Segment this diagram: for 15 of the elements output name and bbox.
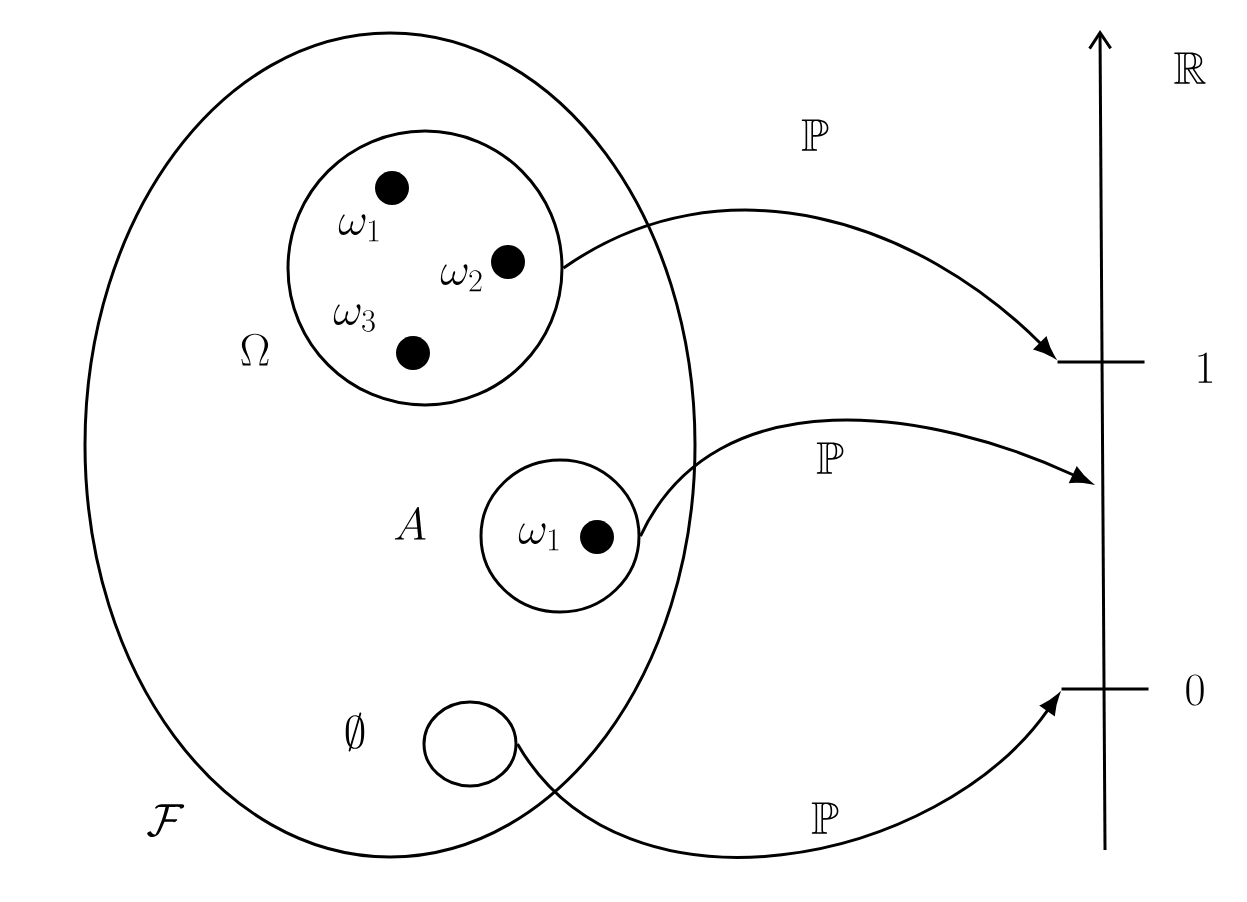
tick-label: $1$ — [1198, 352, 1213, 383]
point-label: $\omega_1$ — [338, 214, 379, 242]
edge-label: $\mathbb{P}$ — [814, 440, 846, 476]
axis-label: $\mathbb{R}$ — [1174, 52, 1206, 84]
tick-label: $0$ — [1186, 674, 1204, 706]
set-label: $\Omega$ — [241, 333, 269, 366]
edge-label: $\mathbb{P}$ — [799, 117, 831, 153]
set-label: $\emptyset$ — [345, 712, 365, 752]
point-label: $\omega_2$ — [440, 264, 482, 292]
point-label: $\omega_3$ — [333, 304, 375, 332]
point-label: $\omega_1$ — [518, 523, 559, 551]
set-label: $\mathcal{F}$ — [147, 804, 185, 838]
arrow — [562, 208, 1055, 358]
set-label: $A$ — [394, 507, 426, 540]
arrow — [639, 418, 1092, 537]
